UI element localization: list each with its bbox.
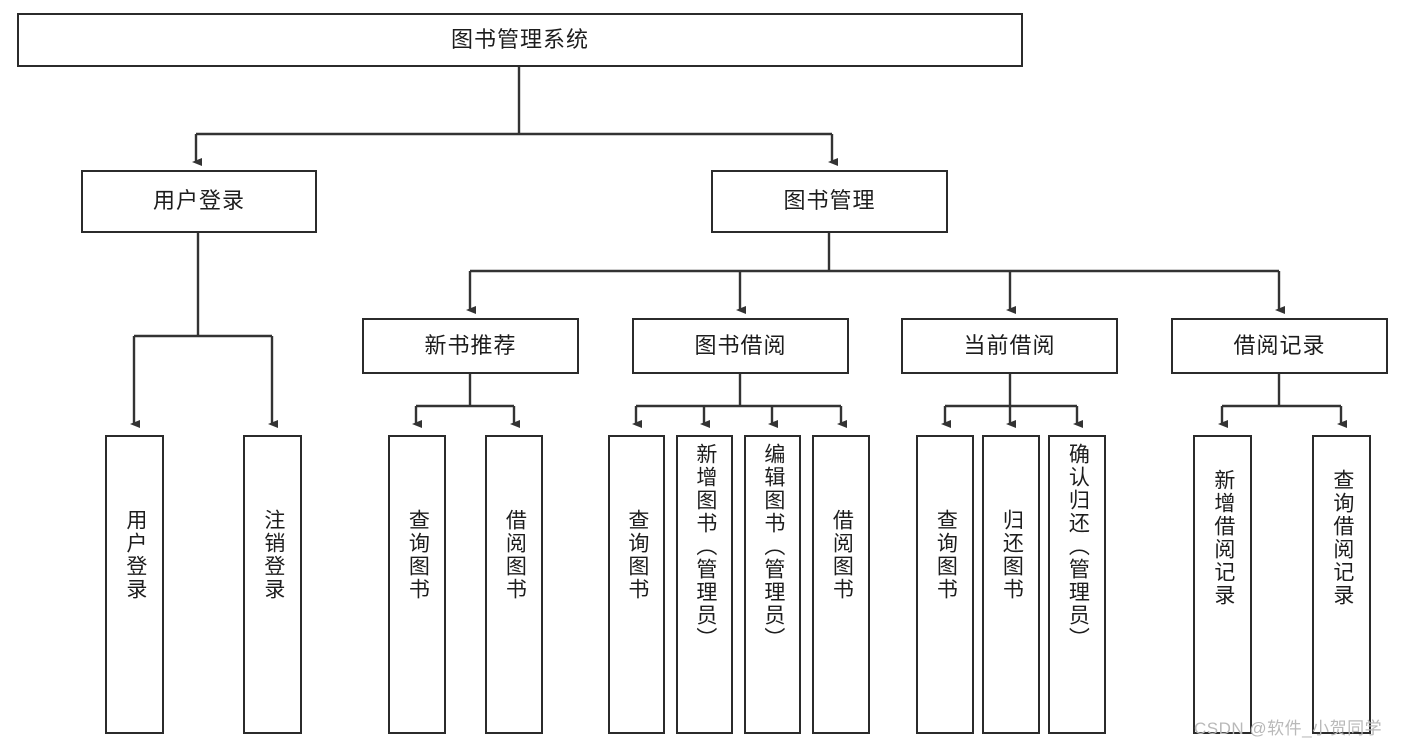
node-label: 图书管理系统 [450, 26, 589, 52]
node-label: 编辑图书（管理员） [761, 443, 785, 650]
leaf-edit-book-admin[interactable]: 编辑图书（管理员） [744, 435, 801, 734]
node-label: 借阅图书 [830, 509, 854, 601]
csdn-watermark: CSDN @软件_小贺同学 [1194, 719, 1383, 738]
node-label: 新增图书（管理员） [693, 443, 717, 650]
leaf-add-book-admin[interactable]: 新增图书（管理员） [676, 435, 733, 734]
leaf-borrow-book-borrow[interactable]: 借阅图书 [812, 435, 870, 734]
node-label: 新书推荐 [424, 332, 517, 358]
leaf-user-logout[interactable]: 注销登录 [243, 435, 302, 734]
node-user-login[interactable]: 用户登录 [81, 170, 317, 233]
leaf-borrow-book-recommend[interactable]: 借阅图书 [485, 435, 543, 734]
leaf-query-book-recommend[interactable]: 查询图书 [388, 435, 446, 734]
node-book-management[interactable]: 图书管理 [711, 170, 948, 233]
node-label: 借阅记录 [1233, 332, 1326, 358]
leaf-query-borrow-record[interactable]: 查询借阅记录 [1312, 435, 1371, 734]
leaf-confirm-return-admin[interactable]: 确认归还（管理员） [1048, 435, 1106, 734]
node-label: 查询图书 [625, 509, 649, 601]
node-label: 图书借阅 [694, 332, 787, 358]
node-label: 当前借阅 [963, 332, 1056, 358]
node-label: 查询图书 [934, 509, 958, 601]
node-borrow-record[interactable]: 借阅记录 [1171, 318, 1388, 374]
node-root-book-management-system[interactable]: 图书管理系统 [17, 13, 1023, 67]
node-book-borrow[interactable]: 图书借阅 [632, 318, 849, 374]
node-new-book-recommend[interactable]: 新书推荐 [362, 318, 579, 374]
node-current-borrow[interactable]: 当前借阅 [901, 318, 1118, 374]
leaf-query-book-borrow[interactable]: 查询图书 [608, 435, 665, 734]
node-label: 注销登录 [261, 509, 285, 601]
node-label: 借阅图书 [503, 509, 527, 601]
node-label: 用户登录 [123, 509, 147, 601]
leaf-return-book[interactable]: 归还图书 [982, 435, 1040, 734]
node-label: 图书管理 [783, 188, 876, 214]
node-label: 用户登录 [152, 188, 245, 214]
node-label: 查询借阅记录 [1330, 469, 1354, 607]
node-label: 查询图书 [406, 509, 430, 601]
node-label: 确认归还（管理员） [1066, 443, 1090, 650]
leaf-add-borrow-record[interactable]: 新增借阅记录 [1193, 435, 1252, 734]
node-label: 归还图书 [1000, 509, 1024, 601]
leaf-user-login[interactable]: 用户登录 [105, 435, 164, 734]
node-label: 新增借阅记录 [1211, 469, 1235, 607]
leaf-query-book-current[interactable]: 查询图书 [916, 435, 974, 734]
